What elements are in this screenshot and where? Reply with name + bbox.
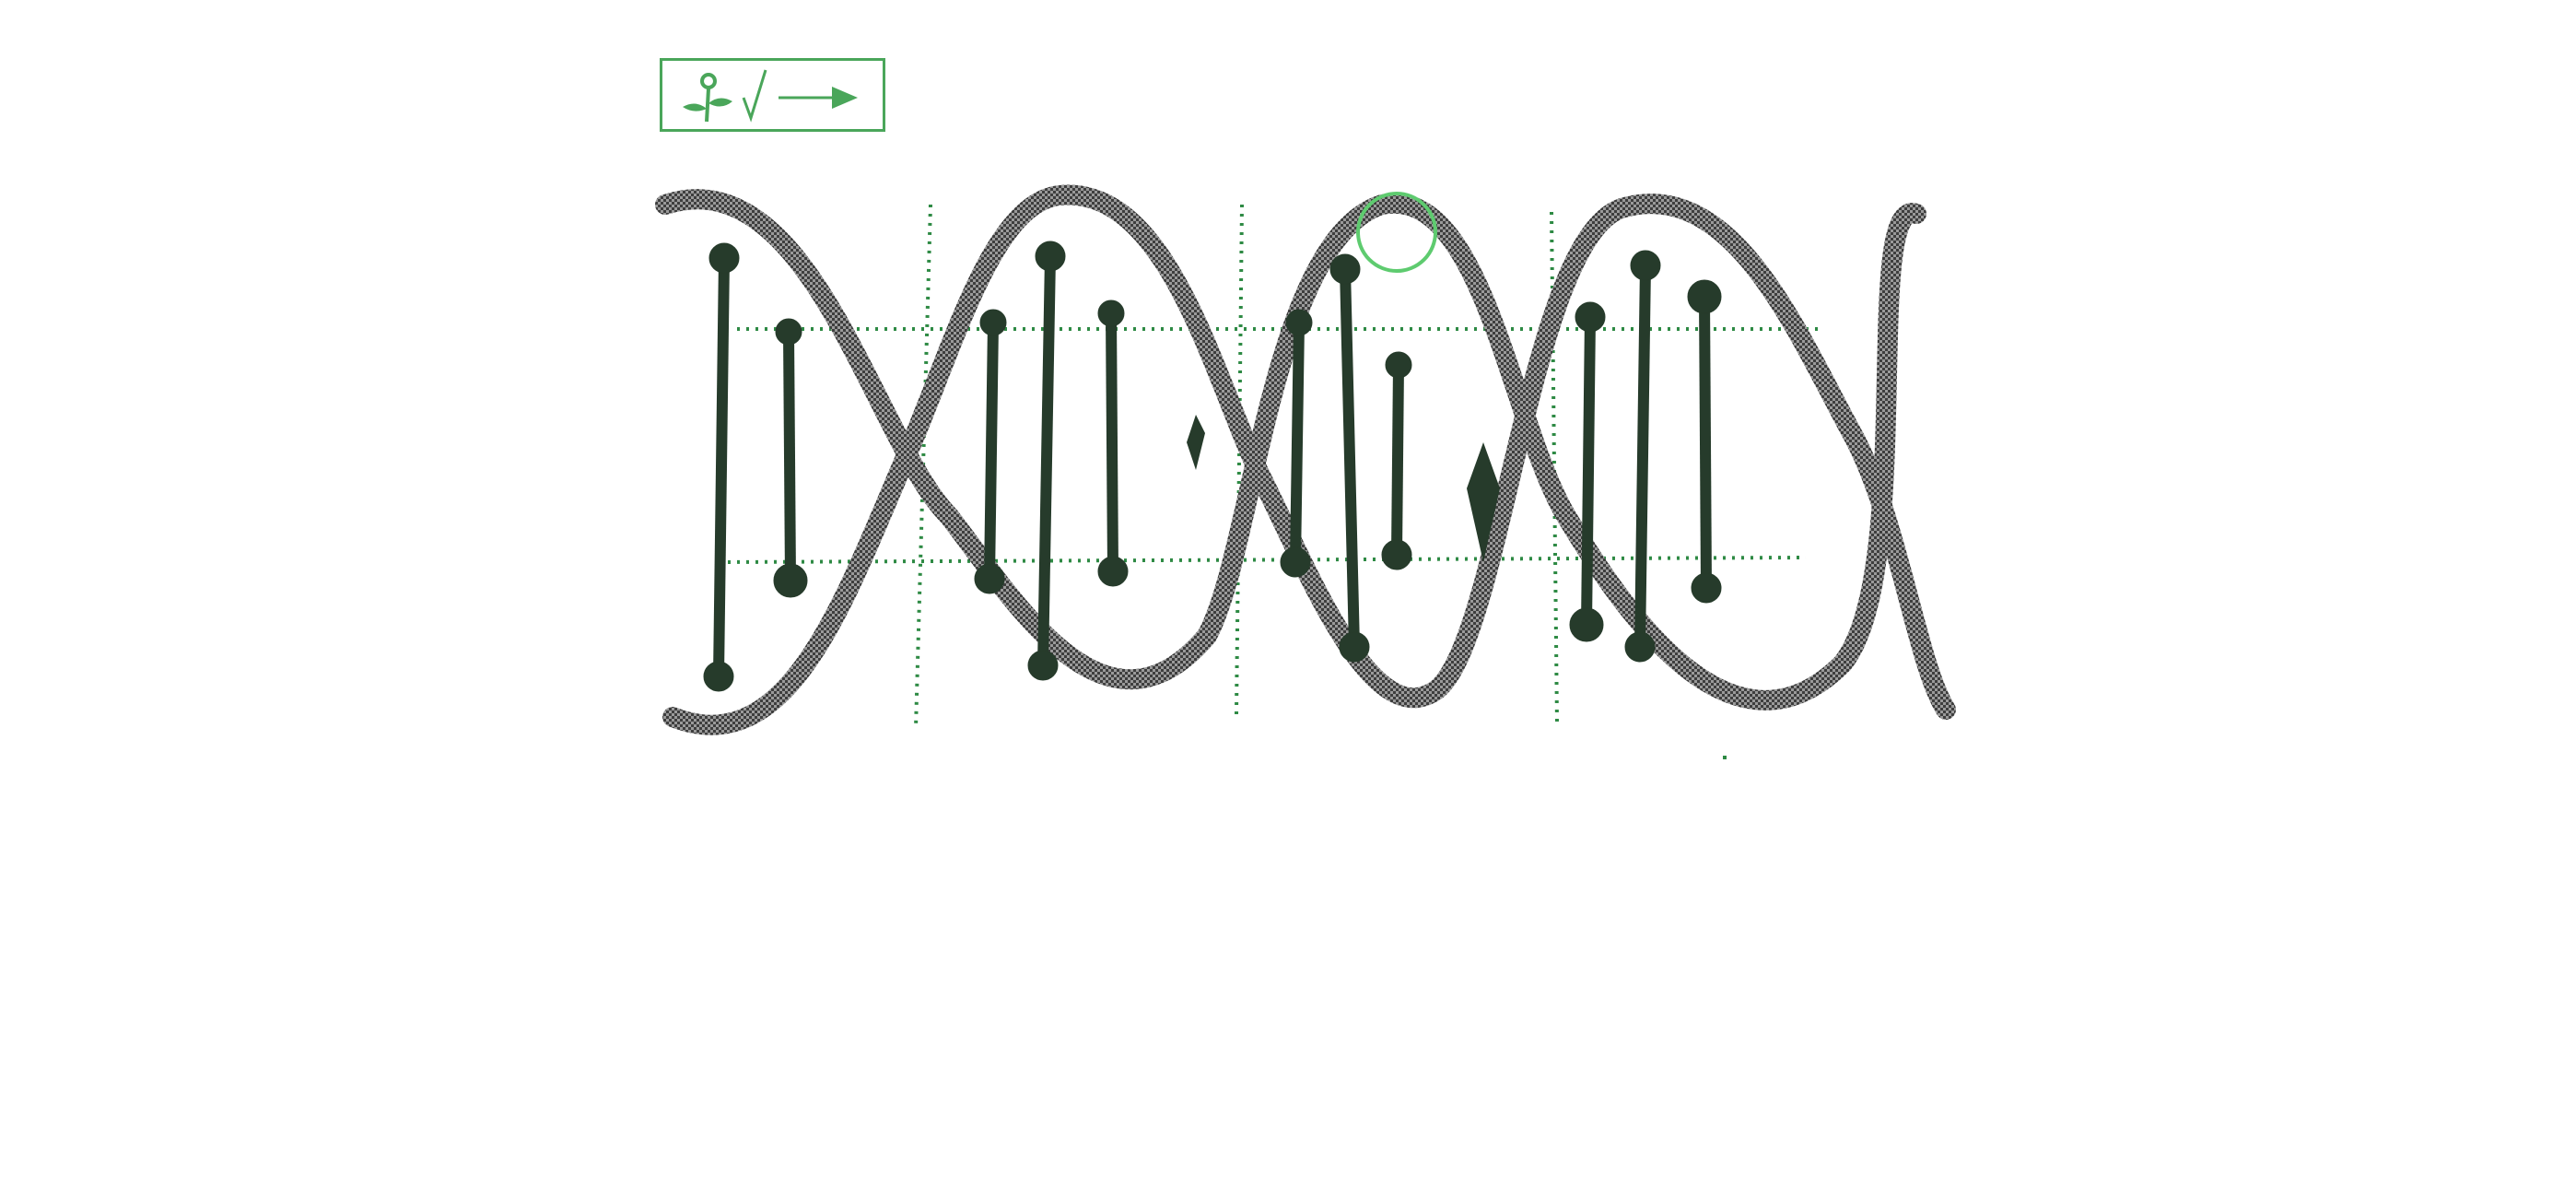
crossing-mark-1 (1187, 415, 1205, 470)
rung-2 (773, 318, 808, 598)
rung-6 (1280, 309, 1313, 578)
rung-8 (1381, 351, 1412, 570)
rung-9 (1569, 301, 1606, 642)
rung-3 (974, 309, 1007, 594)
selection-cursor (1356, 192, 1437, 273)
helix-strand-a (655, 189, 1926, 711)
rung-1 (703, 242, 740, 692)
guide-line-bottom (718, 556, 1807, 564)
rung-7 (1329, 253, 1370, 663)
tool-palette[interactable] (660, 58, 885, 132)
stray-pixel (1723, 756, 1727, 759)
arrow-right-icon[interactable] (779, 87, 858, 109)
rung-5 (1097, 300, 1129, 587)
helix-backbone (655, 184, 1956, 735)
rung-10 (1624, 250, 1661, 663)
guide-line-vertical-2 (1235, 204, 1244, 715)
rung-11 (1687, 279, 1722, 604)
checkmark-icon[interactable] (742, 69, 767, 123)
base-pair-rungs (703, 241, 1722, 692)
rung-4 (1027, 241, 1066, 681)
flower-stamp-icon[interactable] (683, 73, 732, 123)
crossing-mark-2 (1467, 442, 1500, 562)
crossing-marks (1187, 415, 1500, 562)
